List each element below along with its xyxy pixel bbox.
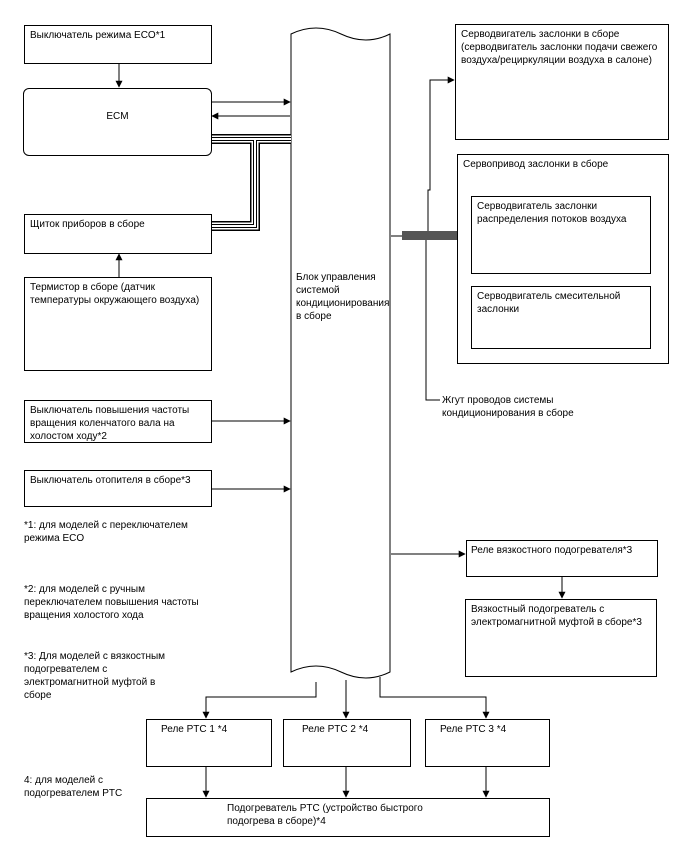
ptc-relay-3-block: Реле PTC 3 *4 — [425, 719, 550, 767]
thermistor-label: Термистор в сборе (датчик температуры ок… — [30, 282, 200, 306]
footnote-4: 4: для моделей с подогревателем PTC — [24, 775, 123, 799]
harness-leader-line — [425, 240, 440, 401]
ac-amplifier-label: Блок управления системой кондиционирован… — [296, 272, 390, 322]
ptc-heater-label: Подогреватель PTC (устройство быстрого п… — [227, 803, 423, 827]
ptc-heater-block: Подогреватель PTC (устройство быстрого п… — [146, 798, 550, 837]
viscous-heater-relay-block: Реле вязкостного подогревателя*3 — [466, 540, 658, 577]
viscous-heater-relay-label: Реле вязкостного подогревателя*3 — [471, 545, 633, 556]
ptc-relay-3-label: Реле PTC 3 *4 — [440, 724, 507, 735]
wire-harness-label: Жгут проводов системы кондиционирования … — [442, 395, 574, 419]
idle-up-switch-label: Выключатель повышения частоты вращения к… — [30, 405, 190, 442]
wire-harness-bar — [402, 231, 457, 240]
viscous-heater-block: Вязкостный подогреватель с электромагнит… — [465, 599, 657, 677]
idle-up-switch-block: Выключатель повышения частоты вращения к… — [24, 400, 212, 443]
harness-to-inlet-arrow — [427, 76, 455, 231]
footnote-2: *2: для моделей с ручным переключателем … — [24, 584, 199, 621]
ptc-relay-2-block: Реле PTC 2 *4 — [283, 719, 411, 767]
ptc-relay-2-label: Реле PTC 2 *4 — [302, 724, 369, 735]
air-mix-servo-label: Серводвигатель смесительной заслонки — [477, 291, 621, 315]
heater-switch-block: Выключатель отопителя в сборе*3 — [24, 470, 212, 507]
ecm-label: ECM — [106, 111, 129, 122]
ac-amplifier-outline — [290, 27, 391, 679]
eco-mode-switch-label: Выключатель режима ECO*1 — [30, 30, 166, 41]
damper-servo-assembly-label: Сервопривод заслонки в сборе — [463, 159, 609, 170]
footnote-1: *1: для моделей с переключателем режима … — [24, 520, 188, 544]
ptc-relay-1-label: Реле PTC 1 *4 — [161, 724, 228, 735]
combination-meter-label: Щиток приборов в сборе — [30, 219, 145, 230]
air-inlet-damper-block: Серводвигатель заслонки в сборе (серводв… — [455, 24, 669, 140]
ptc-relay-1-block: Реле PTC 1 *4 — [146, 719, 272, 767]
heater-switch-label: Выключатель отопителя в сборе*3 — [30, 475, 191, 486]
air-inlet-damper-label: Серводвигатель заслонки в сборе (серводв… — [461, 29, 658, 66]
viscous-heater-label: Вязкостный подогреватель с электромагнит… — [471, 604, 642, 628]
combination-meter-block: Щиток приборов в сборе — [24, 214, 212, 254]
ecm-block: ECM — [23, 88, 212, 156]
unit-to-ptc1-arrow — [202, 682, 317, 719]
air-outlet-servo-block: Серводвигатель заслонки распределения по… — [471, 196, 651, 274]
air-mix-servo-block: Серводвигатель смесительной заслонки — [471, 286, 651, 349]
unit-to-ptc3-arrow — [379, 677, 490, 719]
footnote-3: *3: Для моделей с вязкостным подогревате… — [24, 651, 166, 701]
bus-line — [211, 134, 291, 231]
eco-mode-switch-block: Выключатель режима ECO*1 — [24, 25, 212, 64]
air-outlet-servo-label: Серводвигатель заслонки распределения по… — [477, 201, 627, 225]
thermistor-block: Термистор в сборе (датчик температуры ок… — [24, 277, 212, 371]
